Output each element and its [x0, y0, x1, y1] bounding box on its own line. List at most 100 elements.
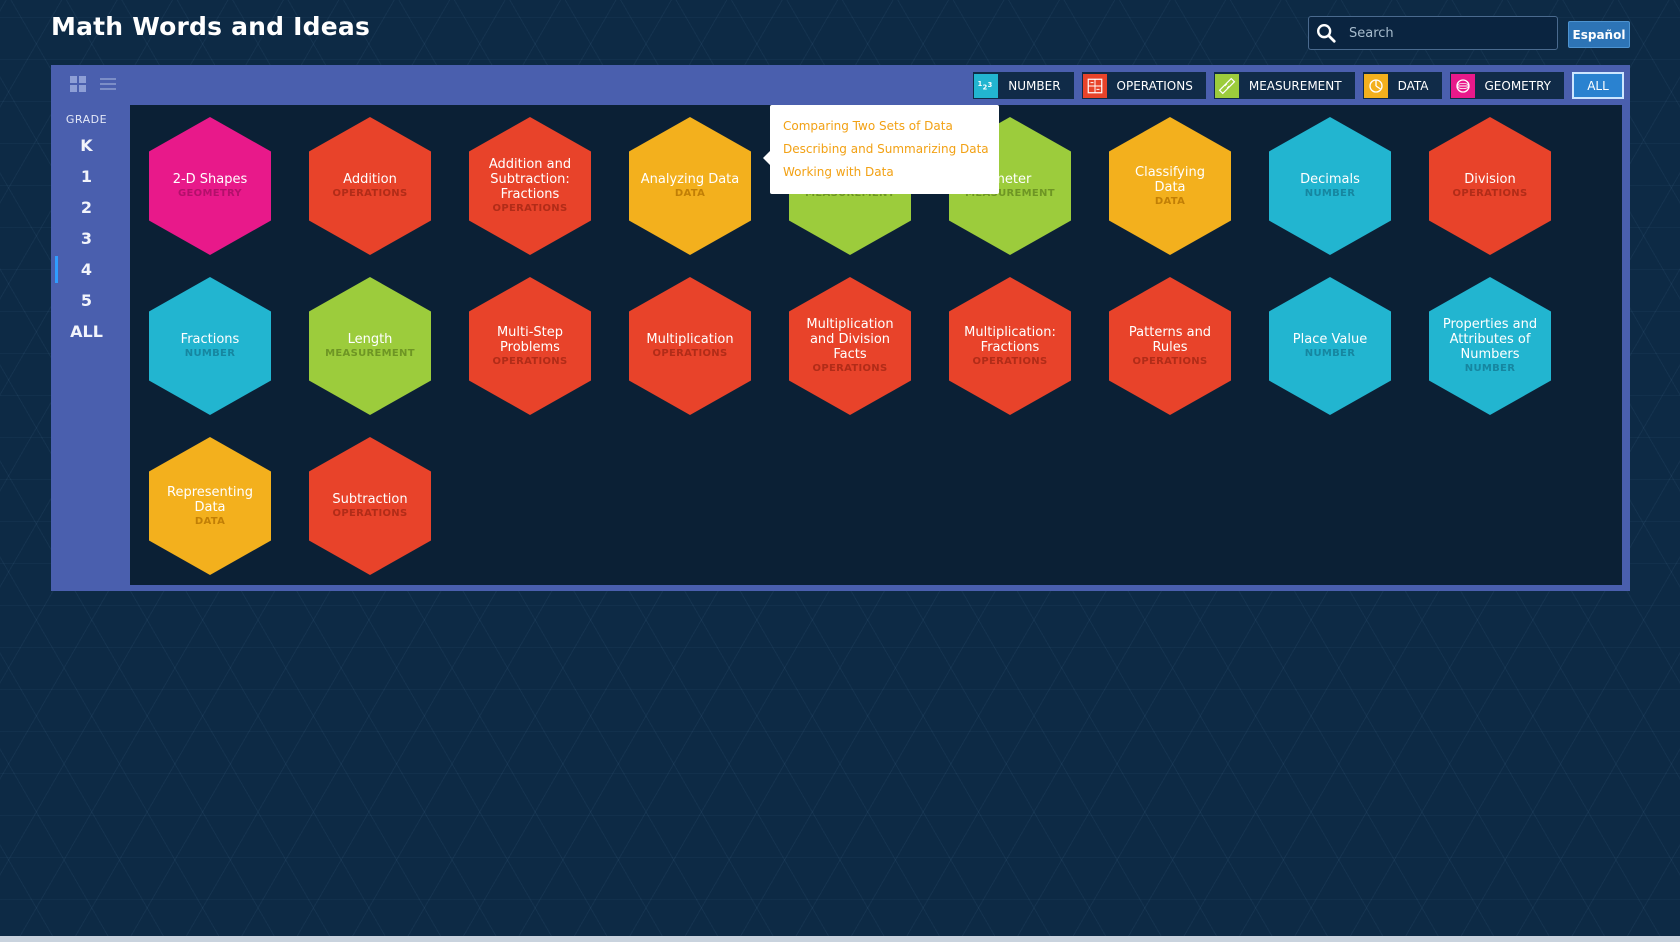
topic-category: MEASUREMENT [965, 188, 1055, 199]
filter-data-button[interactable]: DATA [1362, 72, 1442, 99]
topic-category: NUMBER [1304, 188, 1356, 199]
tooltip-link[interactable]: Comparing Two Sets of Data [783, 119, 953, 133]
pie-chart-icon [1363, 73, 1388, 98]
grade-panel: GRADE K 1 2 3 4 5 ALL [51, 105, 122, 365]
grade-item-k[interactable]: K [80, 136, 93, 155]
topic-title: Multi-Step Problems [496, 324, 564, 355]
search-input[interactable] [1347, 24, 1531, 42]
topic-category: DATA [1154, 195, 1186, 207]
grade-item-3[interactable]: 3 [80, 229, 93, 248]
search-icon [1317, 24, 1336, 43]
topic-category: OPERATIONS [972, 355, 1048, 367]
ruler-icon [1214, 73, 1239, 98]
filter-operations-label: OPERATIONS [1116, 78, 1193, 93]
grade-item-4[interactable]: 4 [51, 254, 122, 285]
topic-category: NUMBER [1464, 363, 1516, 374]
topic-title: Division [1464, 172, 1516, 187]
list-view-button[interactable] [99, 75, 117, 93]
search-box[interactable] [1308, 16, 1558, 50]
filter-geometry-label: GEOMETRY [1484, 78, 1552, 93]
topic-title: Addition [343, 172, 397, 187]
tooltip-link[interactable]: Working with Data [783, 165, 894, 179]
topic-title: Length [347, 332, 393, 347]
svg-text:2: 2 [983, 83, 988, 91]
list-view-icon [100, 78, 116, 90]
filter-all-button[interactable]: ALL [1572, 72, 1624, 99]
operations-icon [1082, 73, 1107, 98]
topic-title: Representing Data [167, 484, 253, 515]
topic-category: OPERATIONS [492, 203, 568, 214]
topic-title: Multiplication [646, 332, 734, 347]
topic-title: 2-D Shapes [172, 172, 248, 187]
topic-category: OPERATIONS [332, 188, 408, 199]
category-filter-bar: 1 2 3 NUMBER OPERATIONS [973, 72, 1624, 99]
topic-category: OPERATIONS [1132, 355, 1208, 367]
topic-title: Fractions [180, 332, 240, 347]
grid-view-button[interactable] [69, 75, 87, 93]
grade-list: K 1 2 3 4 5 ALL [51, 130, 122, 347]
topic-category: GEOMETRY [178, 188, 242, 199]
number-icon: 1 2 3 [974, 73, 999, 98]
svg-text:3: 3 [988, 80, 993, 88]
filter-operations-button[interactable]: OPERATIONS [1081, 72, 1206, 99]
topic-category: NUMBER [1304, 348, 1356, 359]
topic-title: Patterns and Rules [1128, 324, 1212, 355]
tooltip-link[interactable]: Describing and Summarizing Data [783, 142, 989, 156]
topic-category: OPERATIONS [492, 355, 568, 367]
topic-category: NUMBER [184, 348, 236, 359]
topic-title: Place Value [1292, 332, 1368, 347]
language-toggle-button[interactable]: Español [1568, 21, 1630, 48]
grade-item-2[interactable]: 2 [80, 198, 93, 217]
topic-title: Multiplication: Fractions [964, 324, 1056, 355]
topic-title: Decimals [1300, 172, 1360, 187]
bottom-scrollbar [0, 936, 1680, 942]
filter-geometry-button[interactable]: GEOMETRY [1449, 72, 1564, 99]
grade-item-all[interactable]: ALL [70, 322, 103, 341]
topic-title: Subtraction [332, 492, 408, 507]
grade-item-1[interactable]: 1 [80, 167, 93, 186]
topic-category: DATA [194, 515, 226, 527]
filter-data-label: DATA [1397, 78, 1429, 93]
filter-number-label: NUMBER [1008, 78, 1061, 93]
circle-shape-icon [1450, 73, 1475, 98]
topic-title: imeter [988, 172, 1032, 187]
filter-number-button[interactable]: 1 2 3 NUMBER [973, 72, 1074, 99]
app-title: Math Words and Ideas [51, 12, 371, 41]
topic-category: OPERATIONS [812, 363, 888, 374]
topic-category: OPERATIONS [1452, 188, 1528, 199]
topic-tooltip: Comparing Two Sets of Data Describing an… [763, 105, 999, 194]
filter-measurement-label: MEASUREMENT [1248, 78, 1342, 93]
topic-category: OPERATIONS [652, 348, 728, 359]
topic-category: MEASUREMENT [325, 348, 415, 359]
grade-item-5[interactable]: 5 [80, 291, 93, 310]
topic-title: Multiplication and Division Facts [806, 317, 894, 362]
topic-category: DATA [674, 188, 706, 199]
topic-title: Addition and Subtraction: Fractions [488, 157, 572, 202]
topic-title: Analyzing Data [640, 172, 740, 187]
grade-label: GRADE [65, 113, 108, 126]
view-toggles [69, 75, 117, 93]
topic-title: Properties and Attributes of Numbers [1442, 317, 1538, 362]
grid-view-icon [70, 76, 86, 92]
filter-measurement-button[interactable]: MEASUREMENT [1213, 72, 1355, 99]
svg-text:1: 1 [978, 80, 983, 88]
topic-category: OPERATIONS [332, 508, 408, 519]
